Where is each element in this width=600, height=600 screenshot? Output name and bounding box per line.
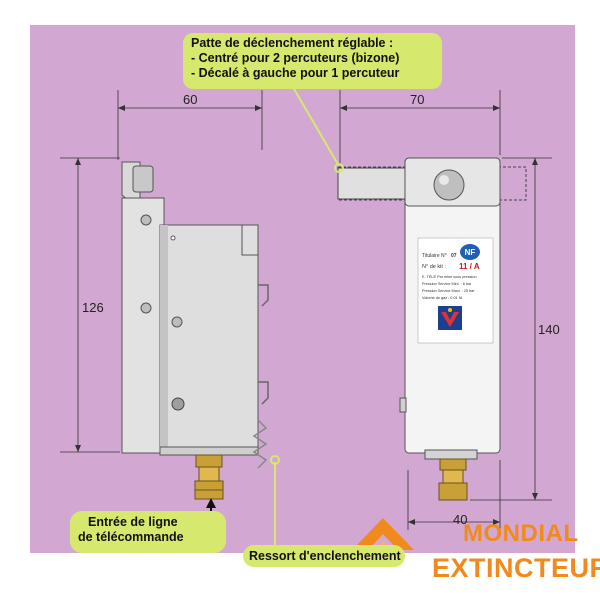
front-view: NF Titulaire N° 07 N° de kit : 11 / A E.… <box>337 157 527 501</box>
label-title: Titulaire N° <box>422 253 447 259</box>
callout-adjustable-tab-line1: Patte de déclenchement réglable : <box>191 36 394 50</box>
arrow-head <box>255 105 262 111</box>
nf-logo <box>460 244 480 260</box>
brand-logo-chevron <box>352 518 414 550</box>
side-lug <box>399 397 407 413</box>
bottom-plate <box>159 446 259 456</box>
mounting-plate <box>121 197 165 454</box>
arrow-head <box>532 158 538 165</box>
arrow-head <box>75 158 81 165</box>
callout-leaders <box>274 81 340 548</box>
arrow-head <box>340 105 347 111</box>
knob-highlight <box>439 175 449 185</box>
plate-screw <box>140 214 152 226</box>
arrow-head <box>408 519 415 525</box>
body-screw <box>171 397 185 411</box>
leader-dot <box>270 455 280 465</box>
plate-screw <box>140 302 152 314</box>
brass-nut <box>439 458 467 471</box>
arrow-head <box>493 519 500 525</box>
brass-nut <box>195 454 223 468</box>
label-kit: N° de kit : <box>422 264 446 270</box>
front-base <box>424 449 478 460</box>
brass-nut <box>438 482 468 501</box>
brass-body <box>442 469 464 484</box>
callout-remote-line2: de télécommande <box>78 530 184 544</box>
side-view <box>121 161 269 500</box>
label-emblem-dot <box>448 308 452 312</box>
nf-logo-text: NF <box>465 248 476 257</box>
leader-remote-arrow <box>206 498 216 508</box>
callout-remote-line1: Entrée de ligne <box>88 515 178 529</box>
leader-dot <box>334 163 344 173</box>
arrow-head <box>532 493 538 500</box>
callout-adjustable-tab-line3: - Décalé à gauche pour 1 percuteur <box>191 66 400 80</box>
callout-remote-line-input: Entrée de ligne de télécommande <box>70 511 226 553</box>
side-bracket <box>258 381 269 405</box>
dim-label-140: 140 <box>538 322 560 337</box>
label-title-num: 07 <box>451 253 457 259</box>
dim-label-60: 60 <box>183 92 198 107</box>
trigger-tab <box>337 167 414 200</box>
dim-label-40: 40 <box>453 512 468 527</box>
side-body-notch <box>241 225 258 256</box>
dim-label-70: 70 <box>410 92 425 107</box>
trigger-knob <box>433 169 465 201</box>
leader-adjustable-tab <box>289 81 340 167</box>
side-body-shade <box>160 225 168 447</box>
label-kit-value: 11 / A <box>459 262 480 271</box>
plate-screw <box>171 316 183 328</box>
hook-nut <box>132 165 154 193</box>
brand-name-line1: MONDIAL <box>463 520 579 547</box>
arrow-head <box>75 445 81 452</box>
small-rivet <box>170 235 176 241</box>
latch-spring <box>252 419 268 469</box>
dimension-lines <box>60 90 552 530</box>
dimension-arrows <box>75 105 538 525</box>
callout-adjustable-tab: Patte de déclenchement réglable : - Cent… <box>183 33 442 89</box>
side-bracket <box>258 284 269 307</box>
label-line-max: Pression Service Maxi. : 25 bar <box>422 289 475 293</box>
arrow-head <box>493 105 500 111</box>
brand-name-line2: EXTINCTEUR <box>432 553 600 583</box>
label-emblem-mark <box>441 312 459 327</box>
label-line-gas: Volume de gaz : 0.01 Nl <box>422 296 462 300</box>
dim-label-126: 126 <box>82 300 104 315</box>
arrow-head <box>118 105 125 111</box>
label-line-min: Pression Service Mini. : 6 bar <box>422 282 472 286</box>
side-body <box>159 224 259 448</box>
brass-body <box>198 466 220 482</box>
callout-adjustable-tab-line2: - Centré pour 2 percuteurs (bizone) <box>191 51 400 65</box>
callout-latch-spring: Ressort d'enclenchement <box>243 545 405 567</box>
label-line-e: E. TÉLÉ Par mise sous pression <box>422 274 477 279</box>
callout-latch-spring-text: Ressort d'enclenchement <box>249 549 401 563</box>
